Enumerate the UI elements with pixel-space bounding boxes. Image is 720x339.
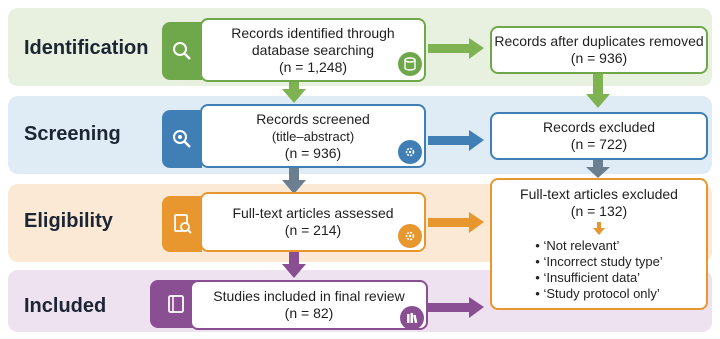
stage-label-included: Included	[24, 295, 107, 317]
list-item: ‘Incorrect study type’	[535, 254, 662, 270]
fulltext-excluded-box: Full-text articles excluded (n = 132) ‘N…	[490, 178, 708, 310]
arrow-screened-to-excluded	[428, 136, 470, 145]
box-count: (n = 722)	[570, 136, 628, 152]
studies-included-box: Studies included in final review (n = 82…	[190, 280, 428, 330]
eligibility-tab	[162, 196, 202, 252]
arrow-duplicates-to-excluded	[593, 73, 603, 95]
box-text: Full-text articles assessed	[232, 205, 394, 221]
fulltext-assessed-box: Full-text articles assessed (n = 214)	[200, 192, 426, 252]
books-icon	[400, 306, 424, 330]
box-text: Records identified through	[231, 24, 395, 41]
box-count: (n = 936)	[570, 50, 628, 66]
box-text: Records after duplicates removed	[494, 33, 704, 49]
arrow-included-to-fulltext-excluded	[428, 303, 470, 312]
arrow-assessed-to-fulltext-excluded	[428, 218, 470, 227]
box-text: Records screened	[256, 110, 370, 127]
stage-label-screening: Screening	[24, 123, 121, 145]
box-count: (n = 1,248)	[278, 58, 348, 75]
records-screened-box: Records screened (title–abstract) (n = 9…	[200, 104, 426, 168]
exclusion-reasons-list: ‘Not relevant’ ‘Incorrect study type’ ‘I…	[535, 238, 662, 302]
screening-magnifier-icon	[173, 130, 191, 148]
box-text: (title–abstract)	[271, 128, 355, 144]
book-icon	[168, 295, 184, 313]
database-icon	[398, 52, 422, 76]
list-item: ‘Study protocol only’	[535, 286, 662, 302]
box-text: Records excluded	[542, 119, 656, 135]
list-item: ‘Not relevant’	[535, 238, 662, 254]
records-excluded-box: Records excluded (n = 722)	[490, 112, 708, 160]
box-count: (n = 82)	[284, 305, 334, 321]
identification-tab	[162, 22, 202, 80]
magnifier-icon	[173, 42, 191, 60]
orange-down-arrow-icon	[593, 222, 605, 235]
gears-icon	[398, 140, 422, 164]
box-count: (n = 936)	[284, 144, 342, 161]
stage-label-eligibility: Eligibility	[24, 210, 113, 232]
document-search-icon	[174, 214, 192, 234]
box-count: (n = 214)	[284, 222, 342, 238]
list-item: ‘Insufficient data’	[535, 270, 662, 286]
arrow-identified-to-duplicates	[428, 44, 470, 53]
arrow-excluded-to-fulltext	[593, 160, 603, 168]
box-count: (n = 132)	[570, 203, 628, 219]
box-text: Studies included in final review	[213, 288, 405, 304]
arrow-assessed-to-included	[289, 252, 299, 266]
arrow-screened-to-assessed	[289, 167, 299, 181]
records-after-duplicates-box: Records after duplicates removed (n = 93…	[490, 26, 708, 74]
stage-label-identification: Identification	[24, 37, 149, 59]
screening-tab	[162, 110, 202, 168]
gears-icon	[398, 224, 422, 248]
box-text: database searching	[251, 41, 375, 58]
box-text: Full-text articles excluded	[520, 186, 678, 202]
arrow-identified-to-screened	[289, 80, 299, 90]
records-identified-box: Records identified through database sear…	[200, 18, 426, 82]
